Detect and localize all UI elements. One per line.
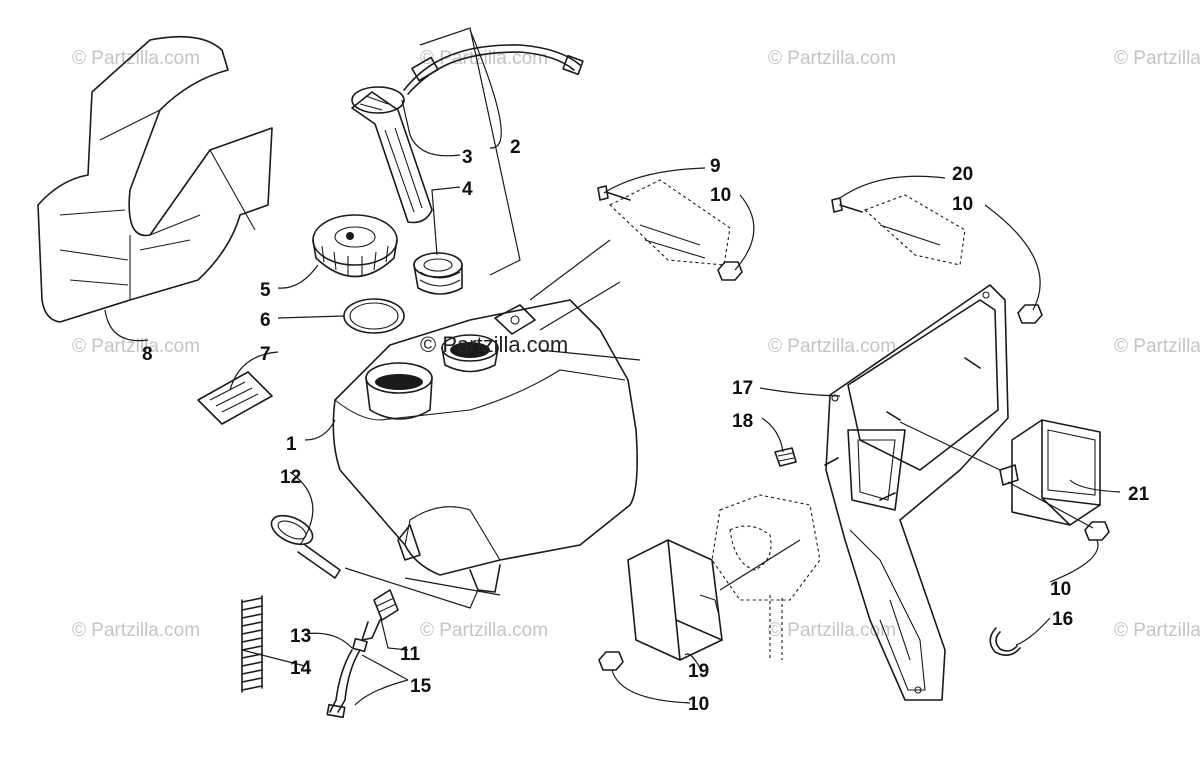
watermark: © Partzilla.com — [420, 620, 548, 641]
callout-3: 3 — [462, 147, 473, 168]
callout-15: 15 — [410, 676, 432, 697]
part-14-spring — [241, 595, 263, 693]
watermark: © Partzilla.com — [1114, 620, 1200, 641]
callout-9: 9 — [710, 156, 721, 177]
callout-14: 14 — [290, 658, 312, 679]
part-2-bracket — [419, 27, 521, 276]
part-13-hose — [326, 637, 368, 719]
callout-7: 7 — [260, 344, 271, 365]
leader-lines — [104, 29, 1121, 706]
callout-6: 6 — [260, 310, 271, 331]
callout-20: 20 — [952, 164, 973, 185]
watermark: © Partzilla.com — [72, 336, 200, 357]
watermark-layer: © Partzilla.com © Partzilla.com © Partzi… — [72, 48, 1200, 641]
callout-21: 21 — [1128, 484, 1150, 505]
part-5-filler-cap — [312, 214, 398, 278]
callout-10-lower: 10 — [688, 694, 709, 715]
part-18-nut — [774, 447, 797, 467]
part-9-bracket — [597, 179, 743, 281]
callout-2: 2 — [510, 137, 521, 158]
part-4-grommet — [413, 252, 463, 295]
callout-13: 13 — [290, 626, 311, 647]
watermark: © Partzilla.com — [1114, 48, 1200, 69]
part-16-clip — [989, 627, 1021, 656]
part-11-fitting — [361, 589, 399, 641]
watermark: © Partzilla.com — [768, 336, 896, 357]
callout-1: 1 — [286, 434, 297, 455]
callout-16: 16 — [1052, 609, 1073, 630]
callout-19: 19 — [688, 661, 709, 682]
part-oil-pump-ghost — [711, 494, 821, 660]
callout-10-upper-left: 10 — [710, 185, 731, 206]
part-10-nut-right — [1084, 521, 1110, 541]
part-12-clamp — [270, 514, 341, 579]
callout-10-upper-right: 10 — [952, 194, 973, 215]
callout-11: 11 — [400, 644, 421, 665]
part-3-level-sensor — [351, 44, 584, 224]
callout-17: 17 — [732, 378, 753, 399]
watermark: © Partzilla.com — [72, 48, 200, 69]
watermark: © Partzilla.com — [1114, 336, 1200, 357]
part-1-oil-tank — [332, 299, 638, 593]
watermark-center: © Partzilla.com — [420, 332, 568, 357]
watermark: © Partzilla.com — [768, 48, 896, 69]
part-21-module — [999, 419, 1101, 526]
watermark: © Partzilla.com — [768, 620, 896, 641]
watermark: © Partzilla.com — [420, 48, 548, 69]
callout-5: 5 — [260, 280, 271, 301]
callout-10-right: 10 — [1050, 579, 1071, 600]
part-20-bracket — [831, 194, 1043, 324]
watermark: © Partzilla.com — [72, 620, 200, 641]
part-8-heat-shield — [37, 35, 273, 323]
callout-12: 12 — [280, 467, 301, 488]
callout-labels: 1 2 3 4 5 6 7 8 9 10 11 12 13 14 15 16 1… — [142, 137, 1150, 715]
part-7-decal — [197, 371, 273, 425]
part-10-nut-lower — [598, 651, 624, 671]
part-6-gasket — [343, 298, 405, 334]
part-19-cover — [627, 539, 723, 661]
part-17-mounting-plate — [824, 284, 1009, 701]
callout-8: 8 — [142, 344, 153, 365]
callout-4: 4 — [462, 179, 473, 200]
callout-18: 18 — [732, 411, 753, 432]
